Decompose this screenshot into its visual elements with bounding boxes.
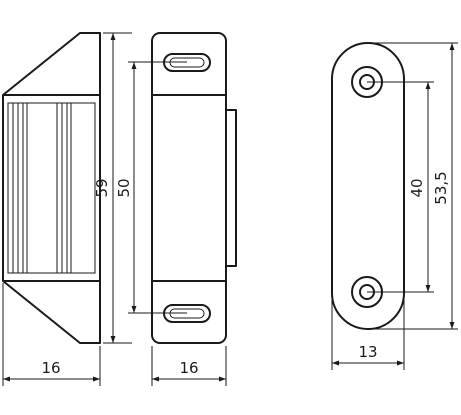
front-hole-spacing-dimension: 50 — [115, 61, 187, 314]
plate-width-label: 13 — [358, 343, 377, 361]
plate-hole-spacing-label: 40 — [408, 178, 426, 197]
front-width-label: 16 — [179, 359, 198, 377]
front-view — [151, 32, 237, 344]
striker-plate — [331, 42, 405, 330]
side-height-dimension: 59 — [93, 32, 132, 344]
side-width-dimension: 16 — [2, 283, 101, 386]
plate-width-dimension: 13 — [331, 300, 405, 370]
side-view — [2, 32, 101, 344]
plate-length-dimension: 53,5 — [368, 42, 458, 330]
front-hole-spacing-label: 50 — [115, 178, 133, 197]
front-width-dimension: 16 — [151, 346, 227, 386]
plate-length-label: 53,5 — [432, 171, 450, 204]
side-width-label: 16 — [41, 359, 60, 377]
plate-hole-spacing-dimension: 40 — [367, 81, 434, 293]
side-height-label: 59 — [93, 178, 111, 197]
